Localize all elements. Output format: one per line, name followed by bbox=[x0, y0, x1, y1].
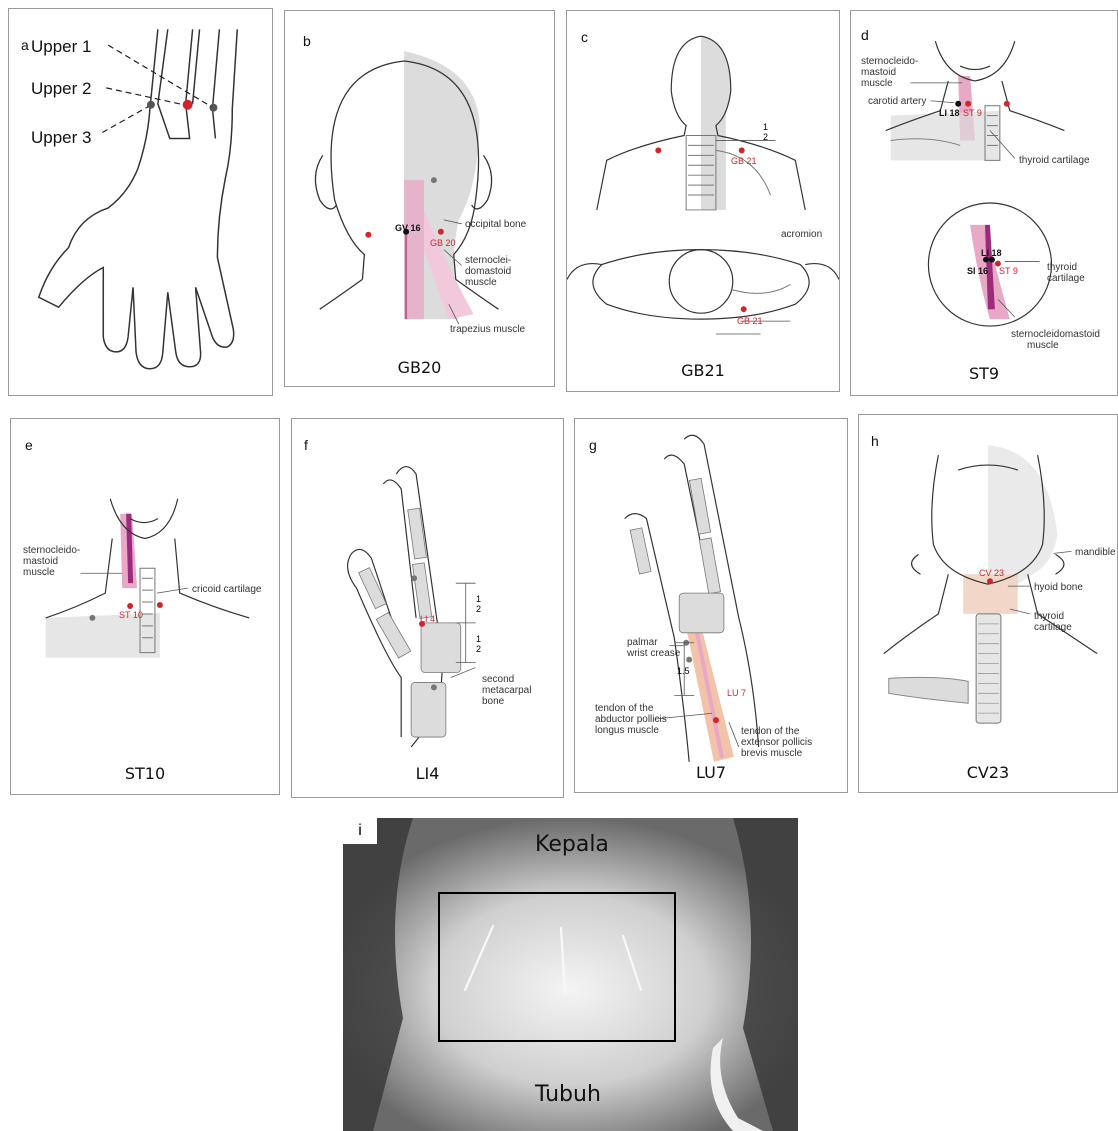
scm-label-3: muscle bbox=[465, 277, 497, 288]
gb20-label: GB 20 bbox=[430, 239, 456, 248]
h-thyroid-2: cartilage bbox=[1034, 622, 1072, 633]
h-thyroid-1: thyroid bbox=[1034, 611, 1064, 622]
fraction-den: 2 bbox=[763, 133, 768, 142]
scm-label-2: domastoid bbox=[465, 266, 511, 277]
panel-h: h CV 23 mandible hyoid bone thyroid cart… bbox=[858, 414, 1118, 793]
e-scm-2: mastoid bbox=[23, 556, 58, 567]
trapezius-label: trapezius muscle bbox=[450, 324, 525, 335]
mandible-label: mandible bbox=[1075, 547, 1116, 558]
d-scm-2: mastoid bbox=[861, 67, 896, 78]
st10-label: ST 10 bbox=[119, 611, 143, 620]
d-scm-bottom-1: sternocleidomastoid bbox=[1011, 329, 1100, 340]
panel-c: c GB 21 GB 21 acromion 1 2 GB21 bbox=[566, 10, 840, 392]
hand-li4-drawing bbox=[292, 419, 563, 797]
panel-e: e sternocleido- mastoid muscle cricoid c… bbox=[10, 418, 280, 795]
panel-b: b GV 16 GB 20 occipital bone sternoclei-… bbox=[284, 10, 555, 387]
neck-front-drawing bbox=[11, 419, 279, 794]
upper-3-point bbox=[147, 101, 155, 109]
panel-i-letter: i bbox=[343, 818, 377, 844]
li18-label-top: LI 18 bbox=[939, 109, 960, 118]
abductor-1: tendon of the bbox=[595, 703, 653, 714]
cv23-label: CV 23 bbox=[979, 569, 1004, 578]
panel-d-letter: d bbox=[861, 27, 869, 43]
acromion-label: acromion bbox=[781, 229, 822, 240]
panel-c-letter: c bbox=[581, 29, 588, 45]
panel-f-letter: f bbox=[304, 437, 308, 453]
e-scm-1: sternocleido- bbox=[23, 545, 80, 556]
upper-3-label: Upper 3 bbox=[31, 128, 91, 148]
panel-c-title: GB21 bbox=[567, 361, 839, 380]
tubuh-label: Tubuh bbox=[535, 1082, 601, 1107]
panel-g-title: LU7 bbox=[575, 763, 847, 782]
abductor-3: longus muscle bbox=[595, 725, 659, 736]
panel-d: d sternocleido- mastoid muscle carotid a… bbox=[850, 10, 1118, 396]
panel-f-title: LI4 bbox=[292, 764, 563, 783]
panel-a: a Upper 1 Upper 2 Upper 3 bbox=[8, 8, 273, 396]
st9-label-top: ST 9 bbox=[963, 109, 982, 118]
occipital-bone-label: occipital bone bbox=[465, 219, 526, 230]
si16-label: SI 16 bbox=[967, 267, 988, 276]
palmar-2: wrist crease bbox=[627, 648, 680, 659]
gb21-label-top: GB 21 bbox=[731, 157, 757, 166]
scm-label-1: sternoclei- bbox=[465, 255, 511, 266]
chin-neck-drawing bbox=[859, 415, 1117, 792]
panel-h-letter: h bbox=[871, 433, 879, 449]
lu7-label: LU 7 bbox=[727, 689, 746, 698]
upper-2-point bbox=[183, 100, 193, 110]
panel-b-letter: b bbox=[303, 33, 311, 49]
palmar-1: palmar bbox=[627, 637, 658, 648]
d-thyroid-2b: cartilage bbox=[1047, 273, 1085, 284]
f-frac-den-2: 2 bbox=[476, 645, 481, 654]
cricoid-label: cricoid cartilage bbox=[192, 584, 261, 595]
st9-label-bottom: ST 9 bbox=[999, 267, 1018, 276]
d-scm-3: muscle bbox=[861, 78, 893, 89]
upper-1-point bbox=[209, 104, 217, 112]
panel-a-letter: a bbox=[21, 37, 29, 53]
d-scm-bottom-2: muscle bbox=[1027, 340, 1059, 351]
hyoid-label: hyoid bone bbox=[1034, 582, 1083, 593]
d-thyroid-label: thyroid cartilage bbox=[1019, 155, 1090, 166]
carotid-label: carotid artery bbox=[868, 96, 926, 107]
extensor-2: extensor pollicis bbox=[741, 737, 812, 748]
kepala-label: Kepala bbox=[535, 832, 609, 857]
shoulder-drawing bbox=[567, 11, 839, 391]
panel-i-photo: i Kepala Tubuh bbox=[343, 818, 798, 1131]
panel-d-title: ST9 bbox=[851, 364, 1117, 383]
hand-wrist-drawing bbox=[9, 9, 272, 395]
li18-label-bottom: LI 18 bbox=[981, 249, 1002, 258]
metacarpal-1: second bbox=[482, 674, 514, 685]
panel-f: f LI 4 1 2 1 2 second metacarpal bone LI… bbox=[291, 418, 564, 798]
metacarpal-2: metacarpal bbox=[482, 685, 531, 696]
li4-label: LI 4 bbox=[420, 615, 435, 624]
gv16-label: GV 16 bbox=[395, 224, 421, 233]
f-frac-den-1: 2 bbox=[476, 605, 481, 614]
g-distance: 1.5 bbox=[677, 667, 690, 676]
fraction-num: 1 bbox=[763, 123, 768, 132]
panel-e-title: ST10 bbox=[11, 764, 279, 783]
panel-b-title: GB20 bbox=[285, 358, 554, 377]
extensor-1: tendon of the bbox=[741, 726, 799, 737]
metacarpal-3: bone bbox=[482, 696, 504, 707]
gb21-label-bottom: GB 21 bbox=[737, 317, 763, 326]
e-scm-3: muscle bbox=[23, 567, 55, 578]
f-frac-num-1: 1 bbox=[476, 595, 481, 604]
d-scm-1: sternocleido- bbox=[861, 56, 918, 67]
extensor-3: brevis muscle bbox=[741, 748, 802, 759]
panel-g: g palmar wrist crease 1.5 LU 7 tendon of… bbox=[574, 418, 848, 793]
upper-1-label: Upper 1 bbox=[31, 37, 91, 57]
abductor-2: abductor pollicis bbox=[595, 714, 667, 725]
panel-g-letter: g bbox=[589, 437, 597, 453]
upper-2-label: Upper 2 bbox=[31, 79, 91, 99]
d-thyroid-2a: thyroid bbox=[1047, 262, 1077, 273]
f-frac-num-2: 1 bbox=[476, 635, 481, 644]
panel-e-letter: e bbox=[25, 437, 33, 453]
panel-h-title: CV23 bbox=[859, 763, 1117, 782]
